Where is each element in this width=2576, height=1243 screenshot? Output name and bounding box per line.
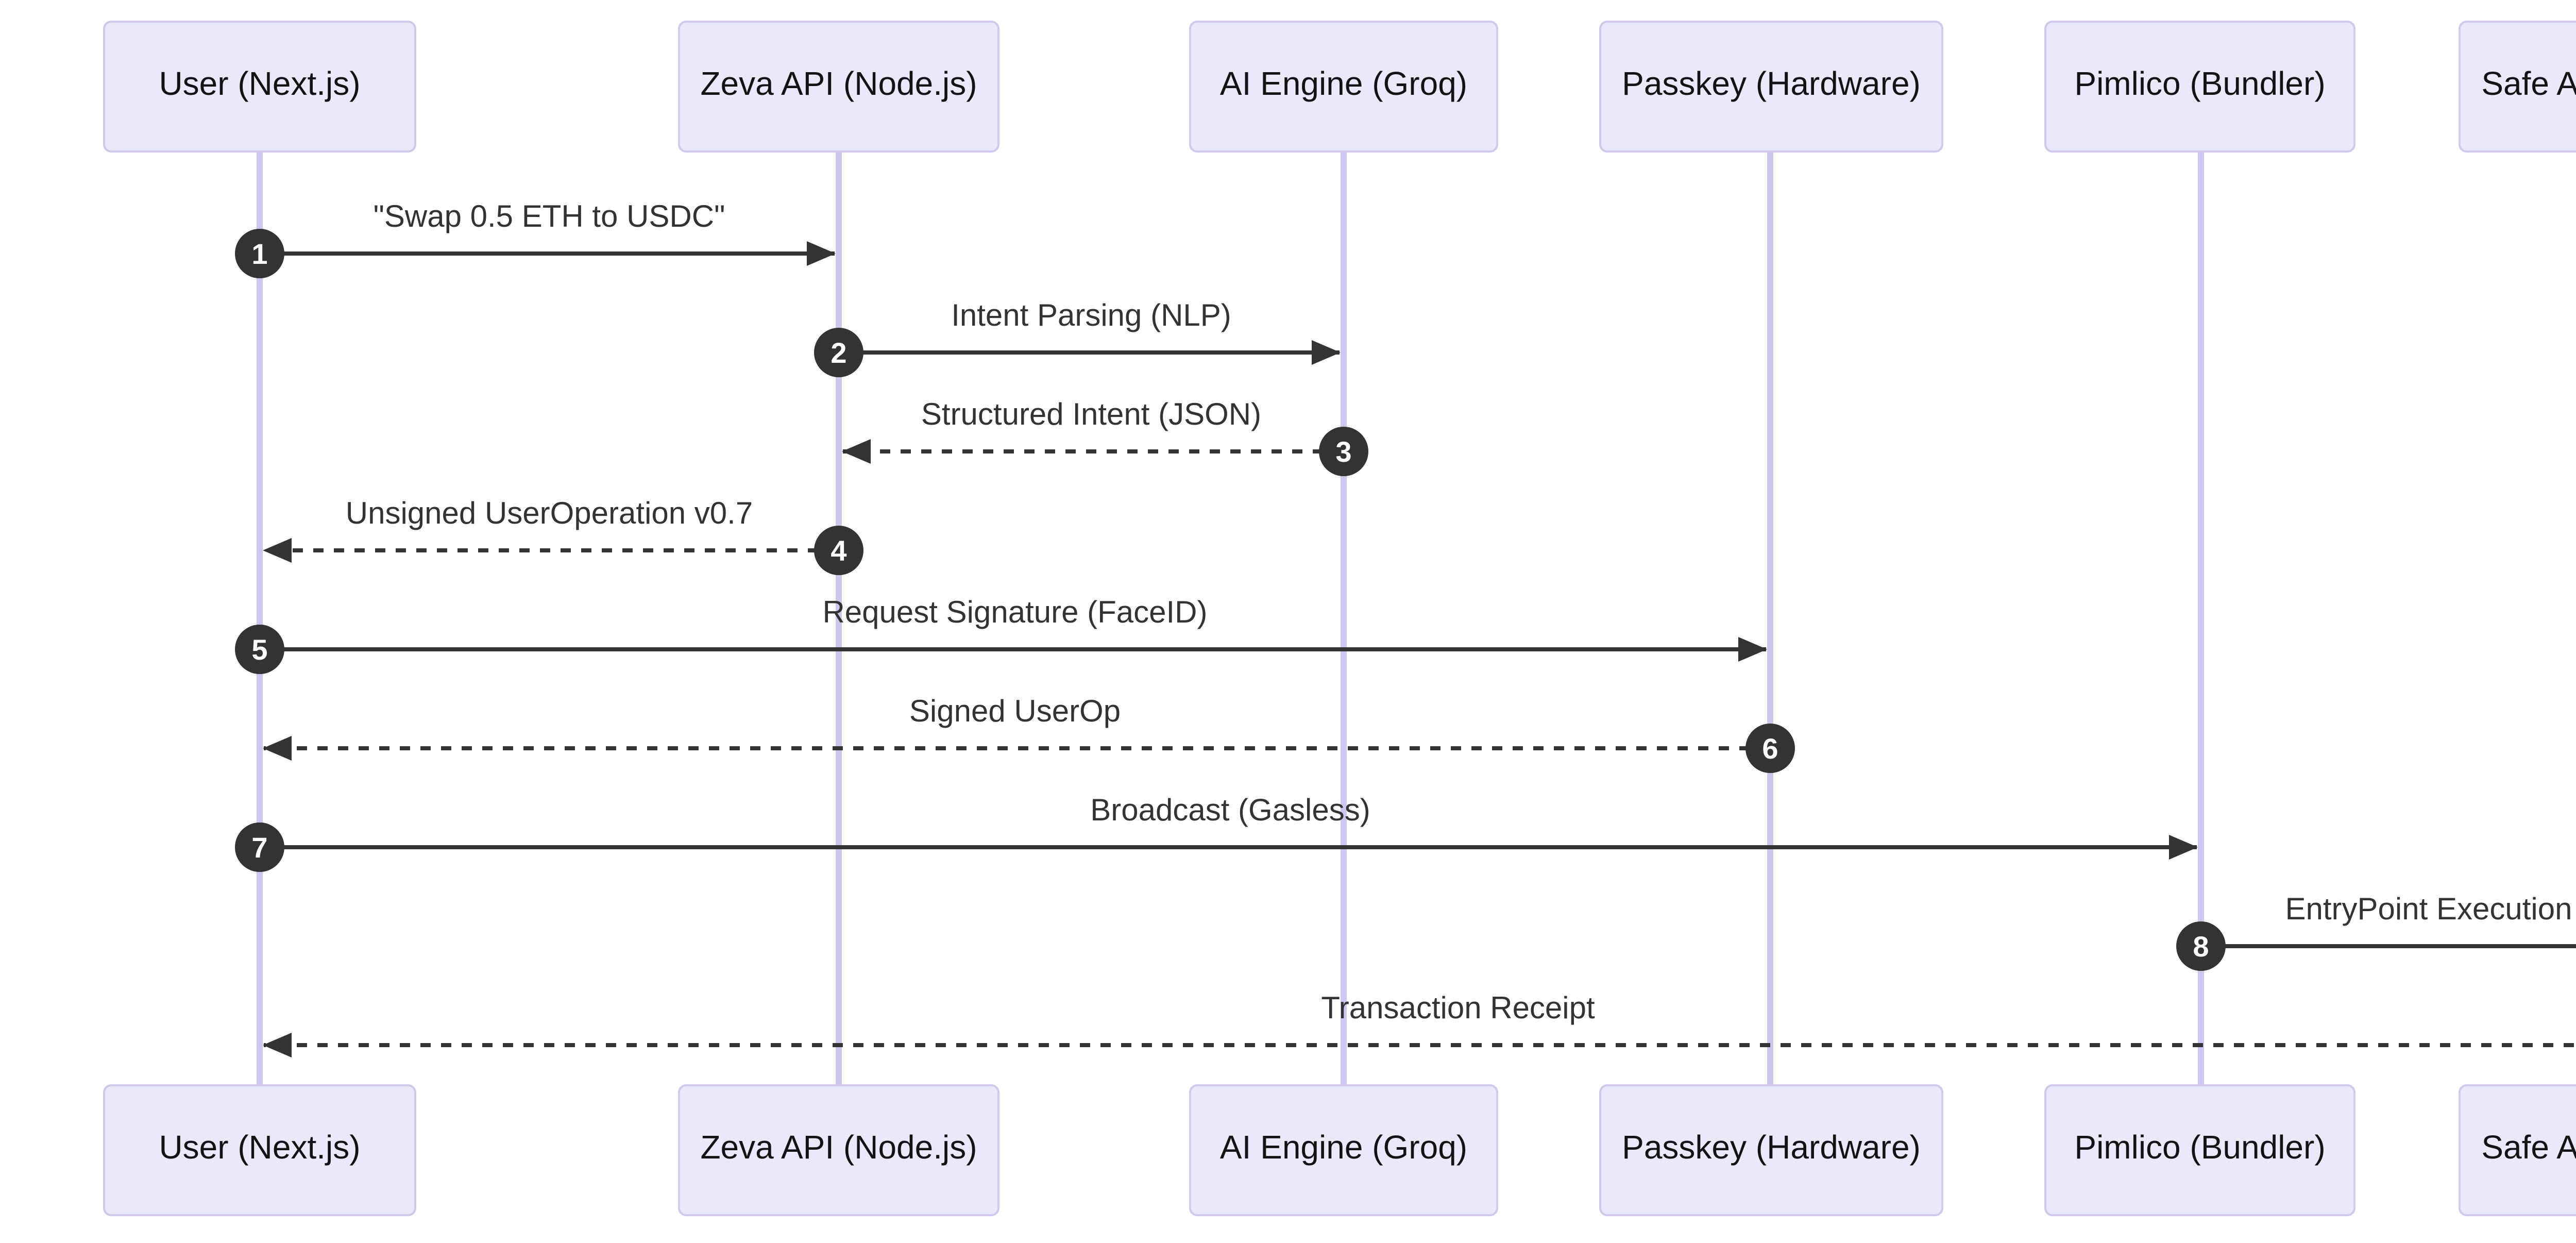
participant-bottom-pimlico: Pimlico (Bundler) (2044, 1084, 2355, 1216)
message-label-8: EntryPoint Execution (2285, 893, 2572, 928)
sequence-number-badge-7: 7 (235, 822, 284, 872)
participant-label: User (Next.js) (159, 1132, 361, 1167)
participant-label: Passkey (Hardware) (1622, 1132, 1921, 1167)
participant-bottom-safe: Safe Account (Arbitrum) (2459, 1084, 2576, 1216)
participant-label: AI Engine (Groq) (1219, 68, 1468, 103)
sequence-number-badge-3: 3 (1319, 427, 1368, 476)
participant-label: Pimlico (Bundler) (2074, 68, 2326, 103)
message-label-5: Request Signature (FaceID) (822, 596, 1208, 631)
participant-label: Passkey (Hardware) (1622, 68, 1921, 103)
participant-top-safe: Safe Account (Arbitrum) (2459, 21, 2576, 153)
participant-top-zeva: Zeva API (Node.js) (678, 21, 999, 153)
participant-bottom-zeva: Zeva API (Node.js) (678, 1084, 999, 1216)
message-label-9: Transaction Receipt (1321, 992, 1595, 1027)
participant-label: User (Next.js) (159, 68, 361, 103)
sequence-number-badge-1: 1 (235, 229, 284, 278)
message-label-2: Intent Parsing (NLP) (951, 299, 1231, 334)
sequence-number-badge-5: 5 (235, 625, 284, 674)
participant-label: Zeva API (Node.js) (700, 68, 977, 103)
participant-label: Pimlico (Bundler) (2074, 1132, 2326, 1167)
message-label-1: "Swap 0.5 ETH to USDC" (373, 200, 725, 235)
sequence-number-badge-2: 2 (814, 328, 863, 377)
message-label-6: Signed UserOp (909, 695, 1121, 730)
participant-top-passkey: Passkey (Hardware) (1599, 21, 1943, 153)
participant-label: Zeva API (Node.js) (700, 1132, 977, 1167)
participant-top-ai: AI Engine (Groq) (1189, 21, 1498, 153)
sequence-number-badge-4: 4 (814, 526, 863, 575)
participant-top-user: User (Next.js) (103, 21, 416, 153)
participant-bottom-user: User (Next.js) (103, 1084, 416, 1216)
sequence-number-badge-6: 6 (1745, 724, 1795, 773)
message-label-7: Broadcast (Gasless) (1090, 794, 1370, 829)
participant-bottom-ai: AI Engine (Groq) (1189, 1084, 1498, 1216)
participant-bottom-passkey: Passkey (Hardware) (1599, 1084, 1943, 1216)
participant-label: Safe Account (Arbitrum) (2481, 68, 2576, 103)
sequence-number-badge-8: 8 (2176, 921, 2226, 971)
message-label-3: Structured Intent (JSON) (921, 398, 1262, 433)
participant-top-pimlico: Pimlico (Bundler) (2044, 21, 2355, 153)
message-label-4: Unsigned UserOperation v0.7 (345, 497, 753, 532)
participant-label: Safe Account (Arbitrum) (2481, 1132, 2576, 1167)
participant-label: AI Engine (Groq) (1219, 1132, 1468, 1167)
